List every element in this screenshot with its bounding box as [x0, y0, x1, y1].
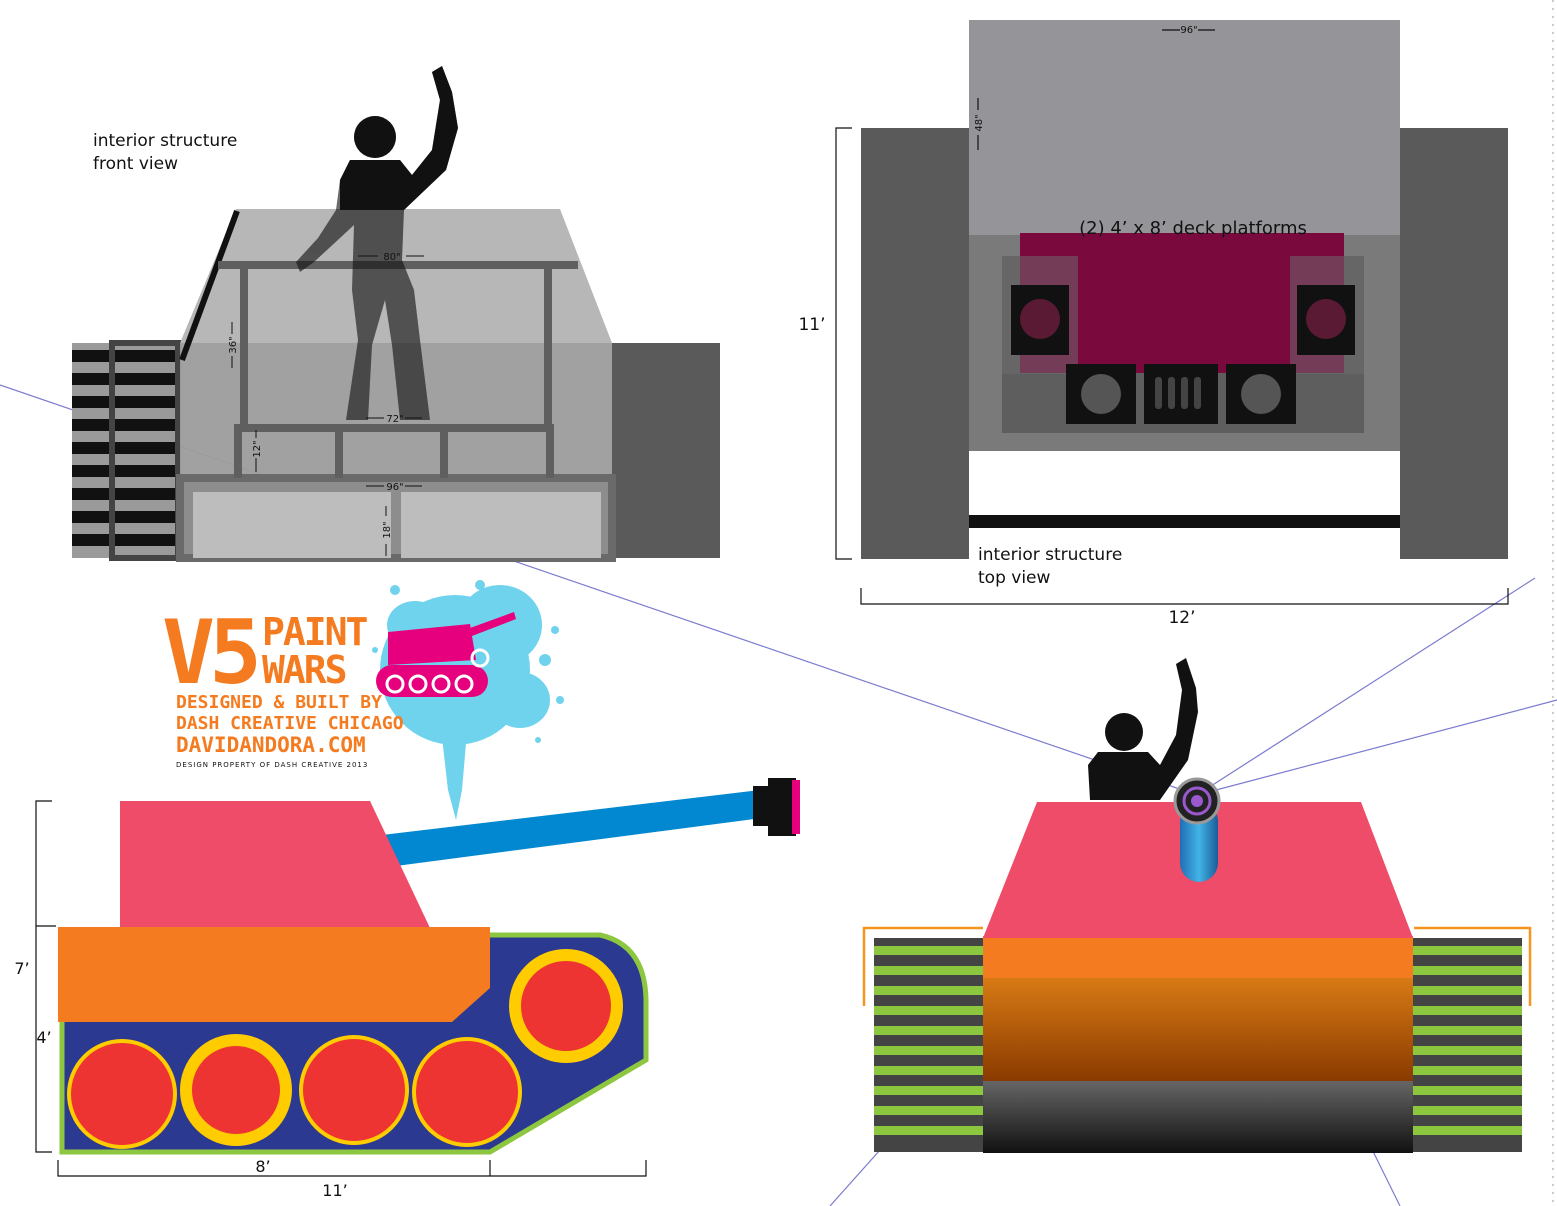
- logo-wars: WARS: [262, 648, 346, 692]
- top-view-dimension-lines: [835, 29, 1509, 605]
- person-silhouette-render: [1088, 658, 1198, 800]
- dim-top-width: 12’: [1168, 608, 1195, 628]
- dim-top-height: 11’: [798, 315, 825, 335]
- dim-12: 12": [252, 440, 263, 457]
- deck-platforms-label: (2) 4’ x 8’ deck platforms: [1079, 218, 1307, 239]
- top-view-label-line1: interior structure: [978, 545, 1122, 565]
- front-render-turret: [983, 777, 1413, 938]
- front-render-drawing: [862, 926, 1532, 1153]
- front-render-right-track: [1412, 938, 1522, 1152]
- dim-11ft-side: 11’: [322, 1181, 347, 1200]
- dim-36: 36": [228, 336, 239, 353]
- front-view-label-line1: interior structure: [93, 131, 237, 151]
- dim-96-front: 96": [386, 482, 403, 493]
- dim-72: 72": [386, 414, 403, 425]
- top-view-drawing: [861, 20, 1508, 559]
- dim-4ft: 4’: [36, 1028, 51, 1047]
- dim-7ft: 7’: [14, 959, 29, 978]
- dim-18: 18": [382, 521, 393, 538]
- front-render-left-track: [874, 938, 984, 1152]
- logo-v5: V5: [162, 601, 257, 704]
- logo: V5 PAINT WARS DESIGNED & BUILT BY DASH C…: [162, 580, 564, 820]
- logo-line3: DAVIDANDORA.COM: [176, 733, 366, 757]
- logo-paint: PAINT: [262, 610, 368, 654]
- logo-line4: DESIGN PROPERTY OF DASH CREATIVE 2013: [176, 761, 368, 769]
- side-view-wheels: [67, 949, 623, 1149]
- side-view-dimension-lines: [35, 800, 647, 1177]
- logo-line1: DESIGNED & BUILT BY: [176, 692, 382, 713]
- paint-splat: [372, 580, 564, 820]
- side-view-drawing: [58, 778, 800, 1155]
- logo-tank-icon: [376, 612, 516, 697]
- dim-48: 48": [974, 114, 985, 131]
- front-view-dimensions: [231, 255, 424, 556]
- dim-96-top: 96": [1180, 25, 1197, 36]
- dim-80: 80": [383, 252, 400, 263]
- dim-8ft: 8’: [255, 1157, 270, 1176]
- top-view-label-line2: top view: [978, 568, 1051, 588]
- front-view-label-line2: front view: [93, 154, 178, 174]
- logo-line2: DASH CREATIVE CHICAGO: [176, 713, 404, 734]
